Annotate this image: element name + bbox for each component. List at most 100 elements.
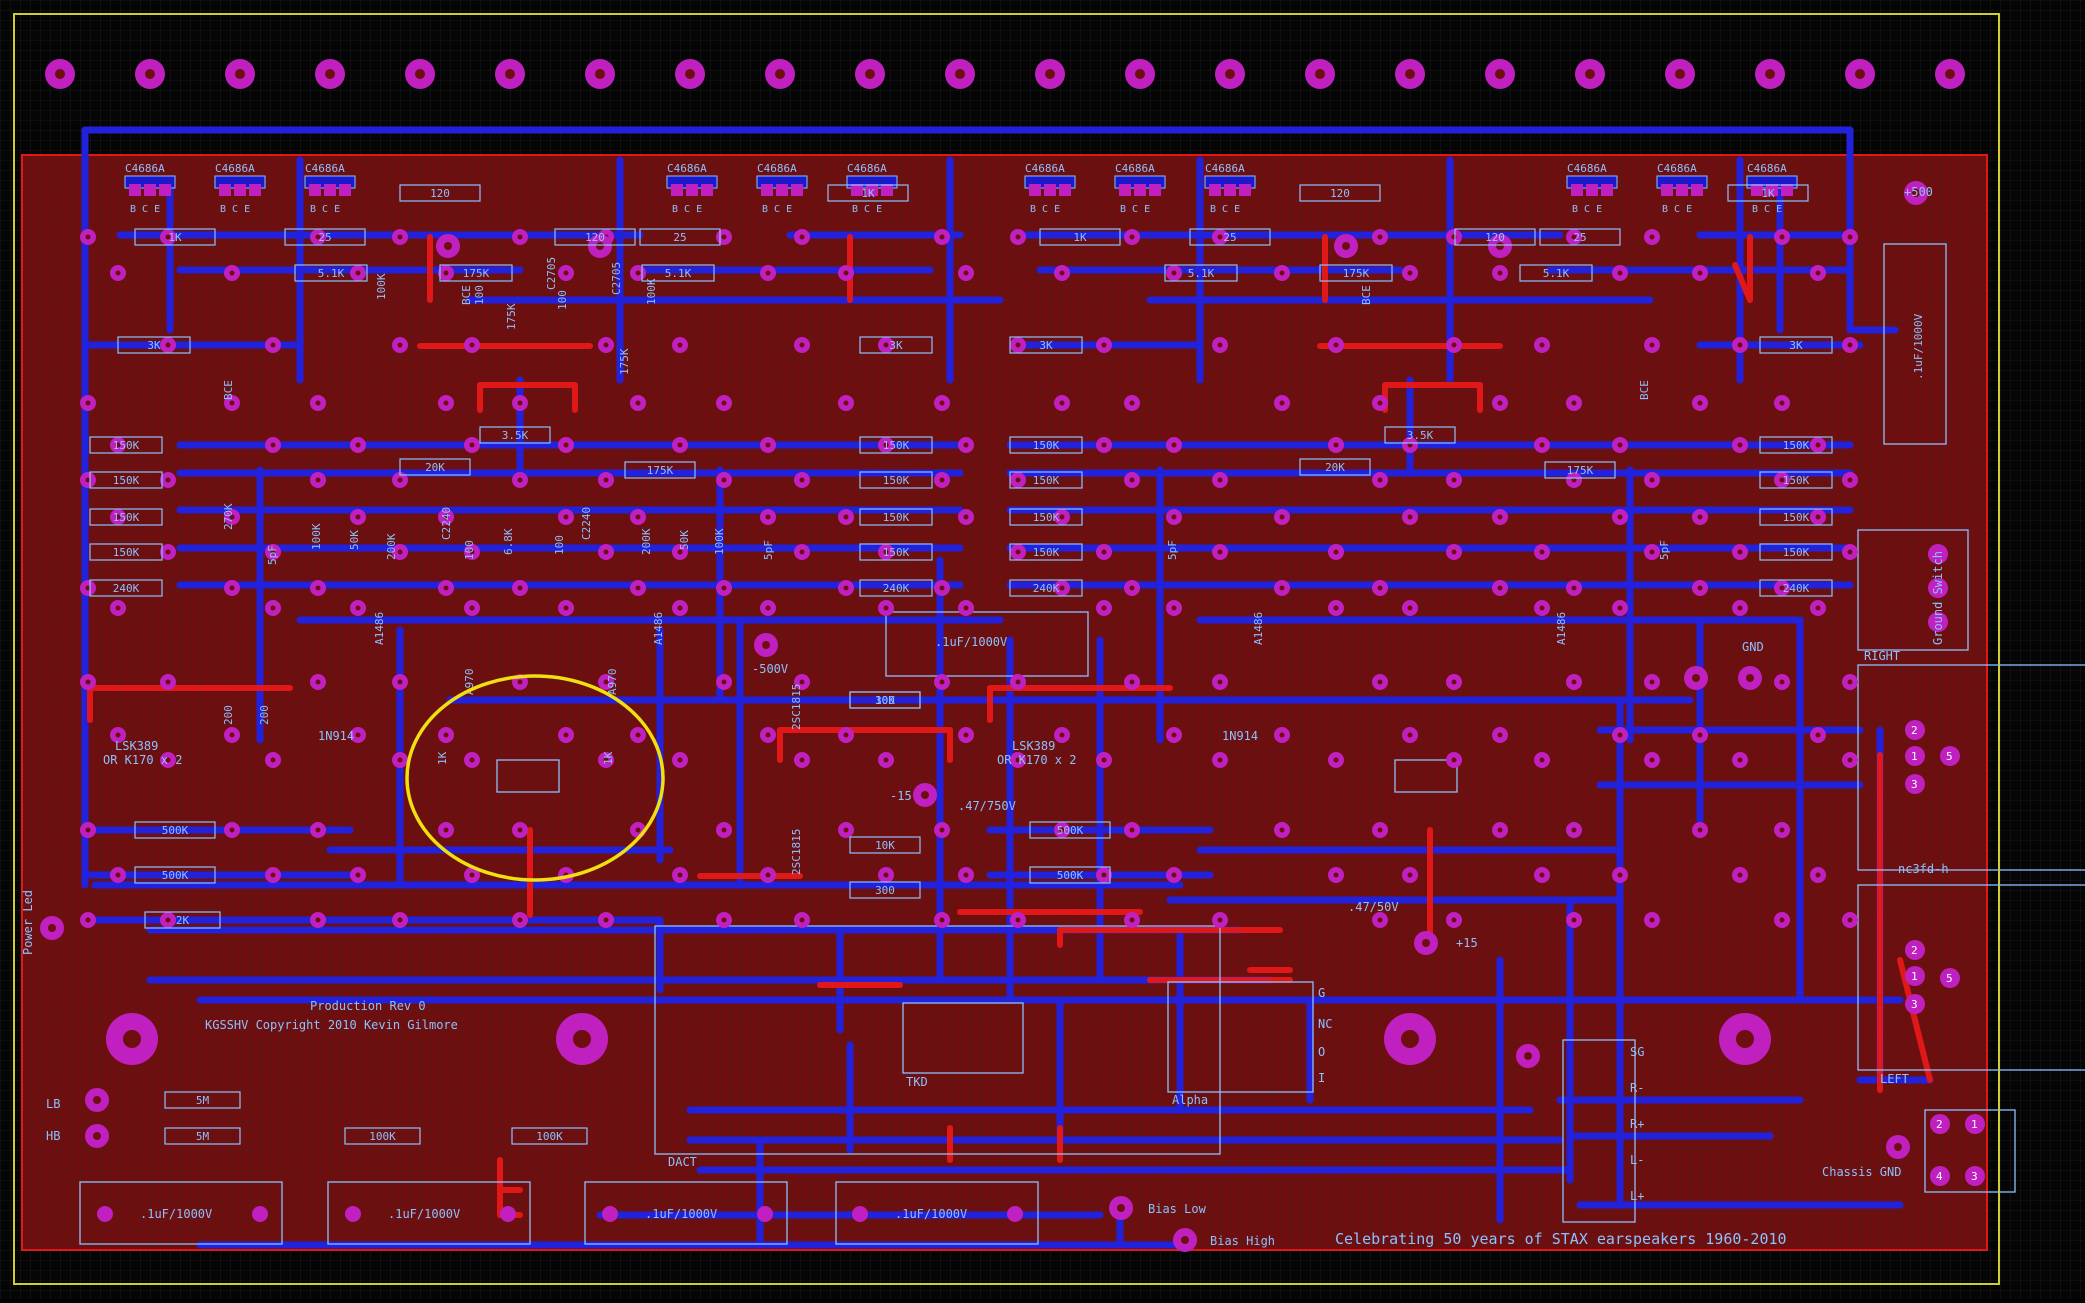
- pad-hole: [85, 234, 91, 240]
- transistor-pin: [1059, 184, 1071, 196]
- pad-hole: [229, 732, 235, 738]
- large-pad-hole: [1342, 242, 1350, 250]
- connector-pad: [1965, 1114, 1985, 1134]
- pad-hole: [939, 917, 945, 923]
- pad-hole: [469, 549, 475, 555]
- mounting-hole-center: [123, 1030, 141, 1048]
- pad-hole: [1059, 827, 1065, 833]
- resistor-body: [1029, 821, 1111, 839]
- pad-hole: [1377, 679, 1383, 685]
- resistor-value-label: 150K: [1033, 511, 1060, 524]
- pad-hole: [315, 477, 321, 483]
- pad-hole: [315, 234, 321, 240]
- resistor-value-label: 1K: [1761, 187, 1775, 200]
- resistor-body: [479, 426, 551, 444]
- resistor-body: [89, 543, 163, 561]
- resistor-body: [1759, 579, 1833, 597]
- resistor-body: [849, 881, 921, 899]
- resistor-value-label: 25: [673, 231, 686, 244]
- vertical-component-label: 100: [473, 285, 486, 305]
- pad-hole: [603, 679, 609, 685]
- pad-hole: [843, 270, 849, 276]
- resistor-value-label: 150K: [883, 474, 910, 487]
- transistor-pin: [1766, 184, 1778, 196]
- connector-pin-number: 2: [1911, 724, 1918, 737]
- resistor-body: [1029, 866, 1111, 884]
- resistor-value-label: 10K: [875, 839, 895, 852]
- transistor-pin: [761, 184, 773, 196]
- pad-hole: [1217, 234, 1223, 240]
- pad-hole: [1737, 442, 1743, 448]
- nc-label: NC: [1318, 1017, 1332, 1031]
- pad-hole: [563, 605, 569, 611]
- pad-hole: [165, 757, 171, 763]
- pad-hole: [1779, 400, 1785, 406]
- pad-hole: [843, 400, 849, 406]
- resistor-value-label: 25: [1223, 231, 1236, 244]
- resistor-body: [89, 436, 163, 454]
- pad-hole: [883, 757, 889, 763]
- pad-hole: [469, 757, 475, 763]
- pad-hole: [1101, 442, 1107, 448]
- pad-hole: [443, 400, 449, 406]
- connector-pad: [1930, 1114, 1950, 1134]
- pad-hole: [1279, 732, 1285, 738]
- vertical-component-label: 5pF: [1166, 540, 1179, 560]
- pad-hole: [397, 234, 403, 240]
- pad-hole: [1015, 234, 1021, 240]
- pad-hole: [1451, 234, 1457, 240]
- resistor-body: [554, 228, 636, 246]
- pad-hole: [1333, 342, 1339, 348]
- resistor-body: [1759, 543, 1833, 561]
- pad-hole: [85, 400, 91, 406]
- resistor-body: [1759, 336, 1833, 354]
- header-pad-hole: [1225, 69, 1235, 79]
- pad-hole: [1617, 605, 1623, 611]
- pad-hole: [1129, 234, 1135, 240]
- resistor-body: [89, 508, 163, 526]
- pad-hole: [85, 585, 91, 591]
- resistor-value-label: 100K: [369, 1130, 396, 1143]
- resistor-body: [1009, 336, 1083, 354]
- pad-hole: [1217, 679, 1223, 685]
- transistor-pin: [234, 184, 246, 196]
- pad-hole: [1617, 872, 1623, 878]
- pad-hole: [799, 549, 805, 555]
- large-pad-hole: [921, 791, 929, 799]
- nc3fd-label: nc3fd-h: [1898, 862, 1949, 876]
- pad-hole: [1129, 827, 1135, 833]
- transistor-part-label: C4686A: [1205, 162, 1245, 175]
- pad-hole: [765, 732, 771, 738]
- traces: [81, 126, 1934, 1249]
- resistor-value-label: 150K: [1783, 439, 1810, 452]
- highlight-ellipse: [405, 674, 665, 882]
- transistor-pin: [866, 184, 878, 196]
- pad-hole: [939, 679, 945, 685]
- pad-hole: [603, 549, 609, 555]
- transistor-pin-labels: B C E: [672, 204, 702, 215]
- connector-pad: [1905, 720, 1925, 740]
- resistor-value-label: 150K: [113, 474, 140, 487]
- resistor-body: [1519, 264, 1593, 282]
- pad-hole: [1101, 342, 1107, 348]
- pad-hole: [469, 605, 475, 611]
- power-led-label: Power Led: [21, 890, 35, 955]
- connector-pad: [1905, 774, 1925, 794]
- header-pad-hole: [1405, 69, 1415, 79]
- header-pad-hole: [325, 69, 335, 79]
- pad-hole: [517, 477, 523, 483]
- resistor-value-label: 3K: [1789, 339, 1803, 352]
- pad-hole: [1059, 400, 1065, 406]
- header-pad-hole: [595, 69, 605, 79]
- cap-pad: [500, 1206, 516, 1222]
- resistor-value-label: 240K: [113, 582, 140, 595]
- connector-pin-number: 3: [1911, 998, 1918, 1011]
- header-pad-hole: [1675, 69, 1685, 79]
- copyright-label: KGSSHV Copyright 2010 Kevin Gilmore: [205, 1018, 458, 1032]
- pad-hole: [799, 917, 805, 923]
- resistor-value-label: 175K: [647, 464, 674, 477]
- pad-hole: [1015, 917, 1021, 923]
- pad-hole: [883, 605, 889, 611]
- header-pad-hole: [1855, 69, 1865, 79]
